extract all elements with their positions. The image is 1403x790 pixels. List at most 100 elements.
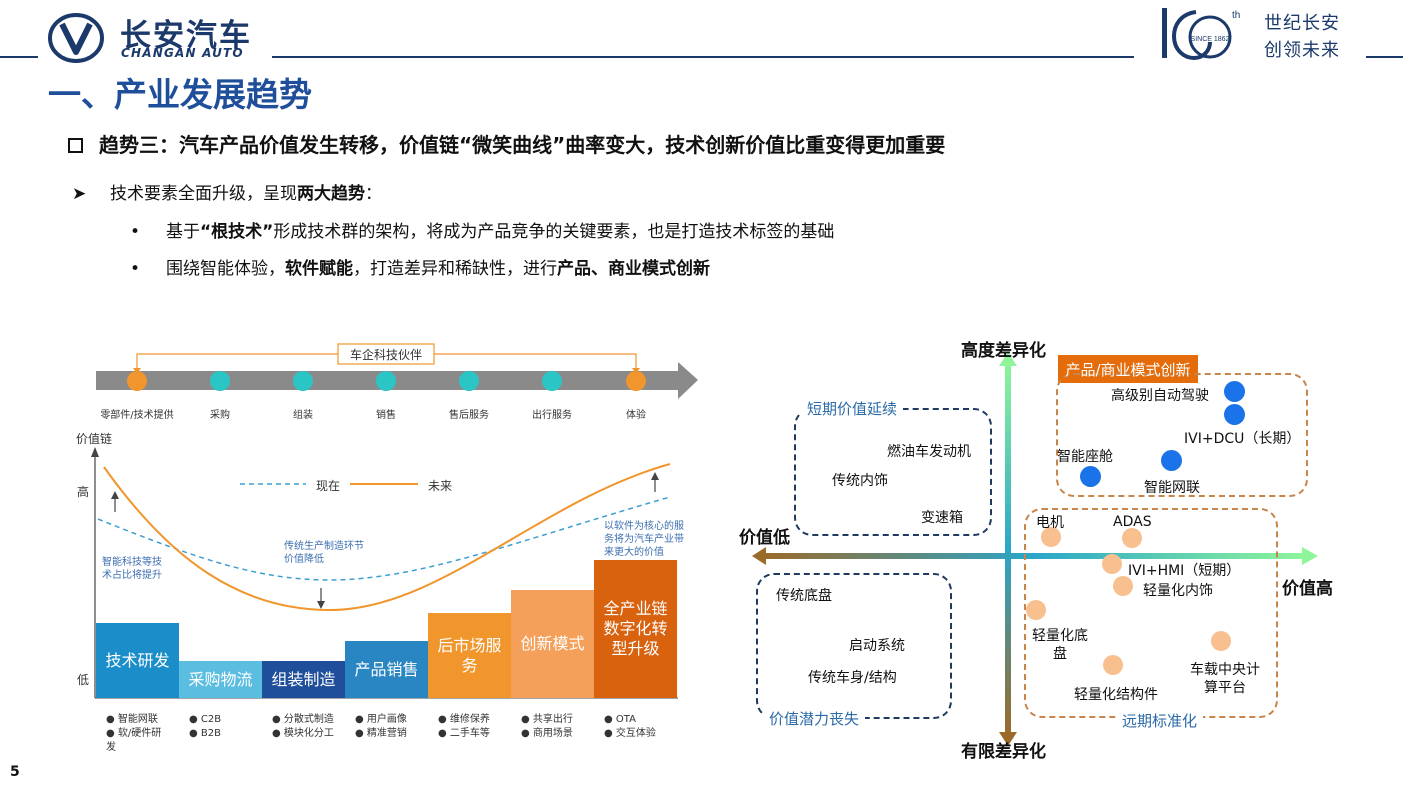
page-title: 一、产业发展趋势 bbox=[48, 75, 312, 114]
bottom-bullet-group: ● 共享出行● 商用场景 bbox=[521, 713, 583, 741]
stage-label: 组装 bbox=[293, 410, 313, 421]
bottom-bullet-group: ● 智能网联 ● 软/硬件研发 bbox=[106, 713, 168, 755]
value-block: 产品销售 bbox=[345, 641, 428, 698]
item-gearbox: 变速箱 bbox=[921, 510, 963, 526]
bottom-bullet-group: ● 用户画像 ● 精准营销 bbox=[355, 713, 417, 741]
bottom-bullet-item: ● 精准营销 bbox=[355, 728, 407, 739]
bullet-2: •围绕智能体验，软件赋能，打造差异和稀缺性，进行产品、商业模式创新 bbox=[130, 254, 710, 279]
slogan-line-2: 创领未来 bbox=[1264, 40, 1340, 61]
bottom-bullet-item: ● 共享出行 bbox=[521, 714, 573, 725]
note-left: 智能科技等技术占比将提升 bbox=[102, 557, 162, 581]
bottom-bullet-group: ● 维修保养 ● 二手车等 bbox=[438, 713, 500, 741]
axis-right-label: 价值高 bbox=[1282, 579, 1333, 599]
bullet-1: •基于“根技术”形成技术群的架构，将成为产品竞争的关键要素，也是打造技术标签的基… bbox=[130, 217, 834, 242]
item-light-chassis: 轻量化底盘 bbox=[1032, 628, 1088, 662]
dot-autonomous bbox=[1224, 381, 1245, 402]
dot-light-chassis bbox=[1026, 600, 1046, 620]
value-block: 后市场服务 bbox=[428, 613, 511, 698]
quadrant-title-standardization: 远期标准化 bbox=[1116, 710, 1204, 731]
slogan-line-1: 世纪长安 bbox=[1264, 13, 1340, 34]
dot-motor bbox=[1041, 527, 1061, 547]
dot-connected bbox=[1161, 450, 1182, 471]
bottom-bullet-item: ● 智能网联 bbox=[106, 714, 158, 725]
changan-logo-icon bbox=[48, 13, 104, 63]
stage-label: 体验 bbox=[626, 410, 646, 421]
anniversary-sup: th bbox=[1232, 10, 1240, 21]
stage-dot bbox=[127, 371, 147, 391]
anniversary-since: SINCE 1862 bbox=[1191, 36, 1230, 43]
value-block: 采购物流 bbox=[179, 661, 262, 698]
checkbox-square-icon bbox=[68, 138, 83, 153]
arrow-bullet-icon: ➤ bbox=[72, 184, 87, 204]
y-axis-title: 价值链 bbox=[76, 432, 113, 446]
legend-future: 未来 bbox=[428, 479, 453, 493]
axis-left-label: 价值低 bbox=[739, 528, 790, 548]
bottom-bullet-item: ● 维修保养 bbox=[438, 714, 490, 725]
quadrant-title-lost-potential: 价值潜力丧失 bbox=[763, 708, 866, 729]
dot-central-compute bbox=[1211, 631, 1231, 651]
bullet-2-d: 产品、商业模式创新 bbox=[557, 259, 710, 279]
axis-bottom-label: 有限差异化 bbox=[961, 742, 1046, 762]
stage-dot bbox=[376, 371, 396, 391]
bullet-1-c: 形成技术群的架构，将成为产品竞争的关键要素，也是打造技术标签的基础 bbox=[273, 222, 835, 242]
brand-name-cn: 长安汽车 bbox=[120, 18, 252, 54]
dot-light-interior bbox=[1113, 576, 1133, 596]
brand-name-en: CHANGAN AUTO bbox=[121, 46, 244, 60]
stage-label: 采购 bbox=[210, 410, 230, 421]
bottom-bullet-item: ● B2B bbox=[189, 728, 221, 739]
legend-now: 现在 bbox=[316, 479, 341, 493]
stage-label: 零部件/技术提供 bbox=[100, 410, 174, 421]
bullet-1-a: 基于 bbox=[166, 222, 200, 242]
item-light-structure: 轻量化结构件 bbox=[1074, 687, 1158, 703]
bottom-bullet-item: ● 交互体验 bbox=[604, 728, 656, 739]
bottom-bullet-item: ● C2B bbox=[189, 714, 222, 725]
dot-bullet-icon: • bbox=[130, 259, 141, 279]
bottom-bullet-item: ● 软/硬件研发 bbox=[106, 728, 162, 753]
dot-cockpit bbox=[1080, 466, 1101, 487]
header-rule-left bbox=[0, 56, 38, 58]
value-block-label: 创新模式 bbox=[520, 634, 585, 653]
sub-point: ➤ 技术要素全面升级，呈现两大趋势： bbox=[72, 179, 382, 204]
stage-dot bbox=[459, 371, 479, 391]
stage-dot bbox=[293, 371, 313, 391]
160th-anniversary-logo: SINCE 1862 th bbox=[1162, 8, 1240, 61]
bottom-bullet-group: ● OTA ● 交互体验 bbox=[604, 713, 666, 741]
bottom-bullet-group: ● C2B ● B2B bbox=[189, 713, 251, 741]
stage-dot bbox=[626, 371, 646, 391]
item-engine: 燃油车发动机 bbox=[887, 444, 971, 460]
axis-top-label: 高度差异化 bbox=[961, 341, 1046, 361]
value-block-label: 采购物流 bbox=[188, 669, 253, 689]
stage-dot bbox=[542, 371, 562, 391]
bottom-bullet-item: ● 用户画像 bbox=[355, 714, 407, 725]
value-block: 技术研发 bbox=[96, 623, 179, 698]
bottom-bullet-item: ● 二手车等 bbox=[438, 728, 490, 739]
value-block: 全产业链数字化转型升级 bbox=[594, 560, 677, 698]
item-motor: 电机 bbox=[1036, 515, 1064, 531]
trend-heading: 趋势三：汽车产品价值发生转移，价值链“微笑曲线”曲率变大，技术创新价值比重变得更… bbox=[68, 129, 945, 158]
value-block-label: 后市场服务 bbox=[437, 635, 502, 675]
stage-dot bbox=[210, 371, 230, 391]
item-connected: 智能网联 bbox=[1144, 480, 1200, 496]
value-block-label: 技术研发 bbox=[105, 650, 170, 670]
item-starter: 启动系统 bbox=[849, 638, 905, 654]
trend-heading-text: 趋势三：汽车产品价值发生转移，价值链“微笑曲线”曲率变大，技术创新价值比重变得更… bbox=[99, 133, 946, 157]
item-adas: ADAS bbox=[1113, 514, 1152, 530]
bottom-bullet-item: ● OTA bbox=[604, 714, 636, 725]
sub-point-prefix: 技术要素全面升级，呈现 bbox=[110, 184, 297, 204]
item-light-interior: 轻量化内饰 bbox=[1143, 583, 1213, 599]
bullet-2-c: ，打造差异和稀缺性，进行 bbox=[353, 259, 557, 279]
stage-label: 售后服务 bbox=[449, 410, 489, 421]
stage-label: 销售 bbox=[376, 410, 396, 421]
value-block: 组装制造 bbox=[262, 661, 345, 698]
dot-ivi-hmi bbox=[1102, 554, 1122, 574]
sub-point-suffix: ： bbox=[365, 184, 382, 204]
sub-point-bold: 两大趋势 bbox=[297, 184, 365, 204]
bullet-1-b: “根技术” bbox=[200, 222, 274, 242]
bullet-2-a: 围绕智能体验， bbox=[166, 259, 285, 279]
value-block-label: 组装制造 bbox=[271, 669, 336, 689]
item-trad-interior: 传统内饰 bbox=[832, 473, 888, 489]
item-central-compute: 车载中央计算平台 bbox=[1190, 662, 1260, 696]
partner-label: 车企科技伙伴 bbox=[349, 348, 422, 362]
